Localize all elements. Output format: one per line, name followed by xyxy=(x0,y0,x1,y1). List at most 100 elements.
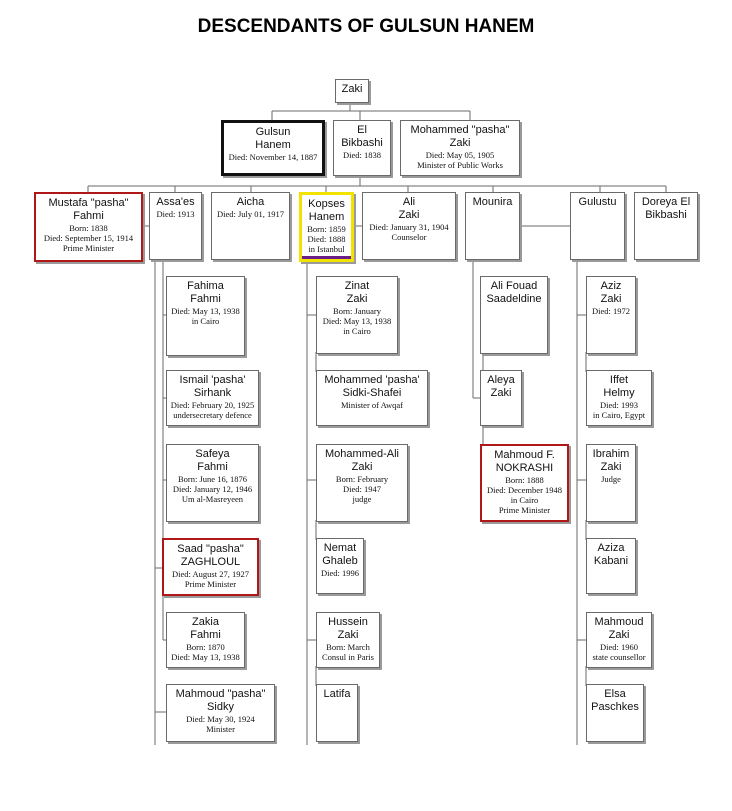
person-name-line: Zaki xyxy=(600,293,622,305)
person-detail-line: undersecretary defence xyxy=(173,410,252,420)
person-name-line: Hanem xyxy=(255,139,291,151)
person-detail-line: Died: 1996 xyxy=(320,568,359,578)
person-name-line: Elsa xyxy=(604,688,626,700)
chart-title: DESCENDANTS OF GULSUN HANEM xyxy=(197,16,535,37)
person-detail-line: Counselor xyxy=(391,232,427,242)
person-name-line: Zaki xyxy=(600,461,622,473)
person-name-line: Mohammed "pasha" xyxy=(410,124,510,136)
person-name-line: Assa'es xyxy=(156,196,195,208)
person-detail-line: Born: March xyxy=(326,642,370,652)
person-name-line: Zinat xyxy=(344,280,370,292)
person-detail-line: Died: 1960 xyxy=(599,642,638,652)
person-gulustu: Gulustu xyxy=(570,192,625,260)
person-name-line: Sirhank xyxy=(193,387,232,399)
person-name-line: Nemat xyxy=(323,542,357,554)
person-detail-line: in Cairo, Egypt xyxy=(592,410,646,420)
person-name-line: Saad "pasha" xyxy=(177,543,244,555)
person-detail-line: Minister of Awqaf xyxy=(340,400,403,410)
person-detail-line: Prime Minister xyxy=(498,505,551,515)
person-detail-line: state counsellor xyxy=(592,652,646,662)
person-detail-line: Born: February xyxy=(335,474,389,484)
person-detail-line: Um al-Masreyeen xyxy=(181,494,244,504)
person-detail-line: Died: August 27, 1927 xyxy=(172,569,249,579)
person-detail-line: Died: 1993 xyxy=(599,400,638,410)
person-name-line: Zaki xyxy=(346,293,368,305)
person-detail-line: Born: January xyxy=(333,306,381,316)
person-name-line: Ali Fouad xyxy=(490,280,538,292)
person-name-line: Mahmoud "pasha" xyxy=(175,688,266,700)
person-name-line: Kopses xyxy=(308,198,345,210)
person-mounira: Mounira xyxy=(465,192,520,260)
person-name-line: Ismail 'pasha' xyxy=(179,374,246,386)
person-detail-line: Prime Minister xyxy=(184,579,237,589)
person-name-line: Bikbashi xyxy=(645,209,687,221)
person-detail-line: in Istanbul xyxy=(308,244,345,254)
person-detail-line: in Cairo xyxy=(343,326,371,336)
person-detail-line: Minister of Public Works xyxy=(417,160,503,170)
person-detail-line: Died: January 12, 1946 xyxy=(172,484,253,494)
person-name-line: Zaki xyxy=(337,629,359,641)
person-detail-line: Died: 1972 xyxy=(591,306,630,316)
person-detail-line: Born: 1838 xyxy=(69,223,108,233)
person-name-line: Hussein xyxy=(328,616,368,628)
person-detail-line: Born: 1859 xyxy=(307,224,346,234)
person-detail-line: in Cairo xyxy=(510,495,539,505)
person-zaki: Zaki xyxy=(335,79,369,103)
person-name-line: Safeya xyxy=(195,448,230,460)
person-detail-line: Died: 1888 xyxy=(307,234,346,244)
person-name-line: Zaki xyxy=(490,387,512,399)
person-name-line: El xyxy=(357,124,367,136)
person-name-line: ZAGHLOUL xyxy=(180,556,241,568)
person-detail-line: Prime Minister xyxy=(62,243,115,253)
person-name-line: Mohammed-Ali xyxy=(325,448,399,460)
person-name-line: Aziza xyxy=(597,542,625,554)
person-detail-line: Died: December 1948 xyxy=(486,485,563,495)
person-name-line: Ghaleb xyxy=(322,555,358,567)
person-name-line: Zaki xyxy=(398,209,420,221)
person-name-line: NOKRASHI xyxy=(495,462,554,474)
person-detail-line: Died: May 30, 1924 xyxy=(186,714,255,724)
person-name-line: Mounira xyxy=(472,196,513,208)
person-name-line: Fahima xyxy=(187,280,224,292)
person-detail-line: Died: May 13, 1938 xyxy=(171,306,240,316)
person-name-line: Gulustu xyxy=(578,196,617,208)
person-detail-line: Died: May 13, 1938 xyxy=(171,652,240,662)
person-name-line: Doreya El xyxy=(641,196,691,208)
person-latifa: Latifa xyxy=(316,684,358,742)
person-name-line: Gulsun xyxy=(255,126,291,138)
person-name-line: Zaki xyxy=(608,629,630,641)
person-detail-line: Died: 1913 xyxy=(156,209,195,219)
person-name-line: Bikbashi xyxy=(341,137,383,149)
person-detail-line: Died: February 20, 1925 xyxy=(170,400,255,410)
person-name-line: Zakia xyxy=(192,616,219,628)
person-detail-line: Died: May 05, 1905 xyxy=(425,150,495,160)
person-name-line: Saadeldine xyxy=(486,293,542,305)
person-name-line: Sidky xyxy=(207,701,234,713)
person-detail-line: Judge xyxy=(601,474,621,484)
person-name-line: Fahmi xyxy=(190,629,221,641)
person-name-line: Aicha xyxy=(236,196,265,208)
person-name-line: Zaki xyxy=(341,83,363,95)
